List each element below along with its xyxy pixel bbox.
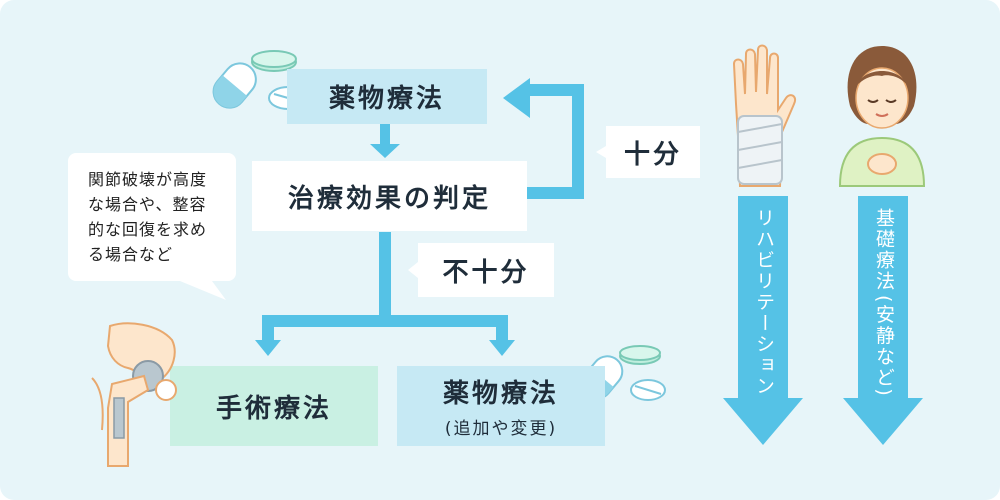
note-line-2: な場合や、整容 xyxy=(88,195,207,214)
treatment-evaluation-label: 治療効果の判定 xyxy=(287,183,491,214)
enough-bubble-tail xyxy=(596,146,606,158)
resting-woman-icon xyxy=(838,46,926,187)
drug-therapy-label: 薬物療法 xyxy=(328,84,445,114)
arrow-branch-left-head xyxy=(255,340,281,356)
arrow-loop-back xyxy=(527,84,584,199)
not-enough-bubble-tail xyxy=(408,262,418,278)
note-bubble-tail xyxy=(180,281,226,300)
basic-arrow-shape xyxy=(843,196,923,445)
hip-joint-icon xyxy=(91,322,177,467)
enough-bubble: 十分 xyxy=(606,126,700,178)
note-line-1: 関節破壊が高度 xyxy=(88,170,208,189)
note-line-3: 的な回復を求め xyxy=(88,220,208,239)
note-bubble: 関節破壊が高度 な場合や、整容 的な回復を求め る場合など xyxy=(68,153,236,281)
basic-therapy-label: 基礎療法 xyxy=(868,208,898,398)
enough-label: 十分 xyxy=(623,139,682,170)
arrow-branch-right-head xyxy=(489,340,515,356)
drug-therapy-change-label: 薬物療法 xyxy=(442,379,559,409)
treatment-evaluation-box: 治療効果の判定 xyxy=(252,161,527,231)
not-enough-label: 不十分 xyxy=(442,257,530,288)
arrow-top-to-center xyxy=(370,124,400,158)
rehab-arrow-shape xyxy=(723,196,803,445)
pills-icon xyxy=(212,50,308,110)
surgery-box: 手術療法 xyxy=(170,366,378,446)
drug-therapy-change-sublabel: (追加や変更) xyxy=(444,419,558,439)
arrow-loop-head xyxy=(503,78,530,118)
basic-therapy-sub: (安静など) xyxy=(873,295,895,398)
arrow-branch xyxy=(262,232,508,345)
note-line-4: る場合など xyxy=(88,245,174,264)
surgery-label: 手術療法 xyxy=(215,393,332,424)
bandaged-hand-icon xyxy=(732,44,796,187)
drug-therapy-box: 薬物療法 xyxy=(287,69,487,124)
rehabilitation-label: リハビリテーション xyxy=(753,208,775,397)
not-enough-bubble: 不十分 xyxy=(418,243,554,297)
basic-therapy-main: 基礎療法 xyxy=(873,208,895,292)
drug-therapy-change-box: 薬物療法 (追加や変更) xyxy=(397,366,605,446)
